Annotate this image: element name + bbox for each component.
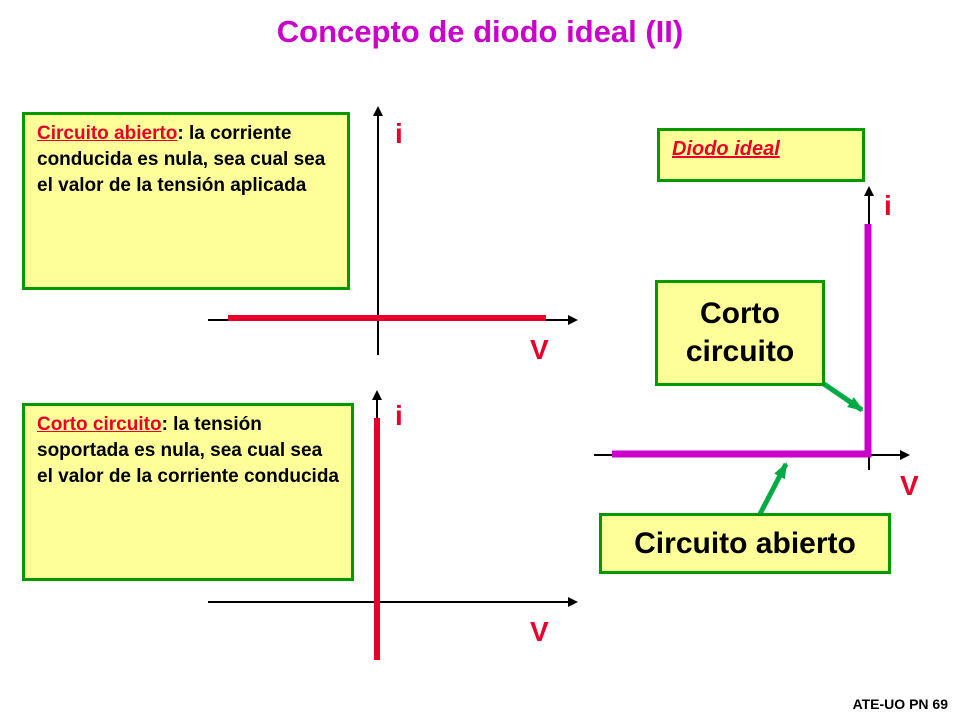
callout-open-arrow — [757, 462, 789, 516]
open-circuit-term: Circuito abierto — [37, 123, 178, 144]
open-circuit-text: : la corriente conducida es nula, sea cu… — [37, 123, 326, 196]
graph-short-circuit — [208, 390, 578, 660]
short-circuit-text: : la tensión soportada es nula, sea cual… — [37, 414, 339, 487]
slide-title: Concepto de diodo ideal (II) — [276, 14, 684, 49]
slide-footer: ATE-UO PN 69 — [852, 696, 948, 712]
graph-ideal-y-label: i — [884, 190, 892, 221]
graph-open-y-label: i — [395, 118, 403, 149]
graph-short-x-label: V — [530, 616, 549, 647]
graph-short-y-label: i — [395, 400, 403, 431]
short-circuit-term: Corto circuito — [37, 414, 162, 435]
graph-ideal-x-label: V — [900, 470, 919, 501]
graph-open-x-label: V — [530, 334, 549, 365]
open-circuit-callout-text: Circuito abierto — [634, 526, 856, 560]
short-circuit-callout: Corto circuito — [655, 280, 825, 386]
open-circuit-description: Circuito abierto: la corriente conducida… — [22, 112, 350, 290]
graph-ideal-diode — [594, 186, 910, 470]
open-circuit-callout: Circuito abierto — [599, 513, 891, 574]
callout-short-arrow — [822, 381, 864, 413]
ideal-diode-label: Diodo ideal — [657, 128, 865, 182]
short-circuit-description: Corto circuito: la tensión soportada es … — [22, 403, 354, 581]
ideal-diode-curve — [612, 224, 872, 458]
short-circuit-callout-text: Corto circuito — [685, 297, 795, 368]
graph-open-circuit — [208, 106, 578, 355]
